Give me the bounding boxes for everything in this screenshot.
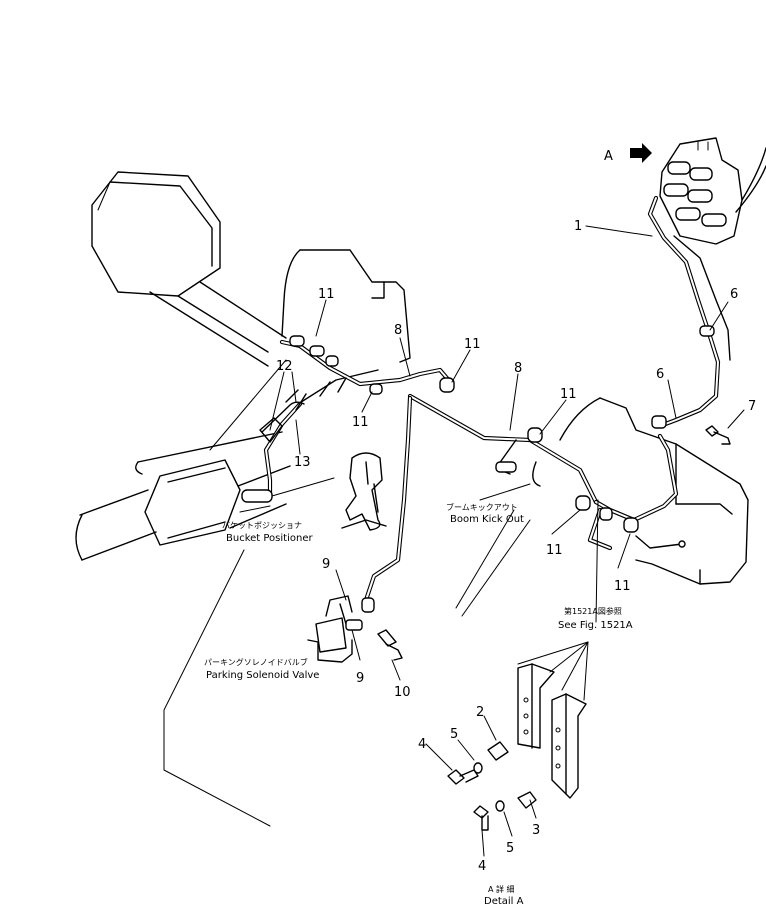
part-2-label: 2 (476, 705, 484, 720)
see-fig-label: See Fig. 1521A (558, 620, 633, 631)
solenoid-valve-stack (659, 137, 766, 245)
bolt-10 (377, 629, 403, 661)
right-tank (559, 397, 749, 585)
view-a-letter: A (604, 149, 613, 164)
part-10-label: 10 (394, 685, 411, 700)
part-8-left-label: 8 (394, 323, 402, 338)
part-11-d-label: 11 (352, 415, 369, 430)
detail-a-bracket-1 (517, 663, 555, 749)
connectors (241, 325, 715, 613)
detail-a-jp-label: A 詳 細 (488, 884, 515, 894)
part-6-upper-label: 6 (730, 287, 738, 302)
leader-lines (163, 225, 745, 857)
boom-kick-out-jp-label: ブームキックアウト (446, 502, 518, 512)
part-3-label: 3 (532, 823, 540, 838)
parking-valve-label: Parking Solenoid Valve (206, 670, 319, 681)
part-6-lower-label: 6 (656, 367, 664, 382)
part-11-f-label: 11 (614, 579, 631, 594)
parking-solenoid-valve (307, 595, 363, 663)
see-fig-jp-label: 第1521A図参照 (564, 606, 622, 616)
part-5-bottom-label: 5 (506, 841, 514, 856)
part-4-bottom-label: 4 (478, 859, 486, 874)
part-1-label: 1 (574, 219, 582, 234)
bucket-cylinder (75, 431, 291, 561)
bolt-7 (705, 425, 731, 445)
detail-a-bracket-2 (551, 693, 587, 799)
part-11-b-label: 11 (464, 337, 481, 352)
part-11-e-label: 11 (546, 543, 563, 558)
part-number-labels: A 1 6 6 7 11 8 11 12 8 11 11 13 11 11 9 … (276, 149, 756, 874)
part-11-a-label: 11 (318, 287, 335, 302)
boom-arm (261, 249, 411, 433)
horn-assembly (341, 452, 387, 531)
view-a-arrow (630, 143, 652, 163)
main-harness-wire (263, 195, 731, 603)
part-12-label: 12 (276, 359, 293, 374)
part-5-top-label: 5 (450, 727, 458, 742)
part-9-upper-label: 9 (322, 557, 330, 572)
bucket-positioner-jp-label: バケットポジッショナ (222, 521, 302, 530)
detail-a-label: Detail A (484, 896, 524, 906)
part-9-lower-label: 9 (356, 671, 364, 686)
detail-a-hardware (447, 741, 537, 831)
callout-labels: ブームキックアウト Boom Kick Out バケットポジッショナ Bucke… (204, 502, 633, 906)
parking-valve-jp-label: パーキングソレノイドバルブ (204, 657, 308, 667)
part-7-label: 7 (748, 399, 756, 414)
part-11-c-label: 11 (560, 387, 577, 402)
clamp-bundle (259, 377, 347, 443)
part-4-top-label: 4 (418, 737, 426, 752)
part-8-right-label: 8 (514, 361, 522, 376)
boom-kick-out-label: Boom Kick Out (450, 514, 524, 525)
part-13-label: 13 (294, 455, 311, 470)
left-block (91, 171, 287, 367)
bucket-positioner-label: Bucket Positioner (226, 533, 313, 544)
